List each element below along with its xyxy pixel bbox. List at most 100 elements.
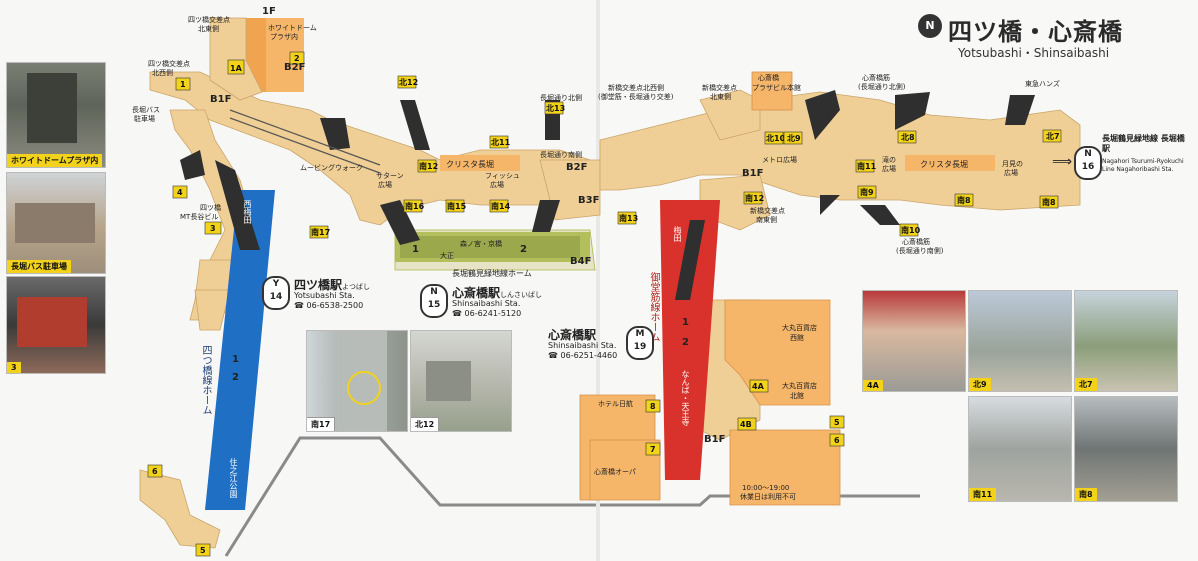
shinsai-plaza-label: 心斎橋 <box>758 73 779 82</box>
svg-text:6: 6 <box>834 436 840 445</box>
shinsaisuji-south-label-2: (長堀通り南側) <box>896 246 944 255</box>
title-english: Yotsubashi・Shinsaibashi <box>958 46 1110 60</box>
nagahori-taisho-label: 大正 <box>440 251 454 260</box>
station-phone: ☎ 06-6251-4460 <box>548 351 618 360</box>
moving-walk-label: ムービングウォーク <box>300 163 363 172</box>
svg-text:北9: 北9 <box>787 133 801 143</box>
photo-caption: 南17 <box>307 417 336 431</box>
tsukimi-label-2: 広場 <box>1004 168 1018 177</box>
photo-caption: 南11 <box>969 488 997 501</box>
exit-s11: 南11 <box>855 159 877 173</box>
station-name: 長堀鶴見緑地線 長堀橋駅 <box>1102 134 1185 153</box>
photo-south-11: 南11 <box>968 396 1072 502</box>
floor-b3f-label: B3F <box>578 195 599 206</box>
photo-caption: 4A <box>863 380 883 391</box>
station-name-en: Shinsaibashi Sta. <box>452 299 521 308</box>
svg-text:北10: 北10 <box>766 133 786 143</box>
svg-text:北7: 北7 <box>1046 131 1060 141</box>
midosuji-dest-south: なんば・天王寺 <box>681 370 690 426</box>
exit-6: 6 <box>147 464 163 478</box>
crysta-label-right: クリスタ長堀 <box>920 160 968 169</box>
yotsu-track-1: 1 <box>232 354 239 365</box>
photo-caption: 北12 <box>411 417 440 431</box>
opa-building <box>589 439 661 501</box>
opa-label: 心斎橋オーパ <box>594 467 636 476</box>
photo-white-dome: ホワイトドームプラザ内 <box>6 62 106 168</box>
svg-text:南12: 南12 <box>745 193 764 203</box>
tsukimi-label: 月見の <box>1002 160 1023 168</box>
taki-label: 滝の <box>882 155 896 164</box>
map-title: N 四ツ橋・心斎橋 Yotsubashi・Shinsaibashi <box>918 8 1188 64</box>
exit-s9: 南9 <box>857 185 877 199</box>
photo-north-7: 北7 <box>1074 290 1178 392</box>
daimaru-west-label-2: 西館 <box>790 333 804 342</box>
nagahori-platform-label: 長堀鶴見緑地線ホーム <box>452 268 532 278</box>
exit-4: 4 <box>172 185 188 199</box>
nagahori-dest-label: 森ノ宮・京橋 <box>460 239 502 248</box>
hotel-nikko-label: ホテル日航 <box>598 399 633 408</box>
exit-6r: 6 <box>829 433 845 447</box>
photo-caption: 南8 <box>1075 488 1097 501</box>
exit-s12b: 南12 <box>743 191 764 205</box>
photo-bus-parking: 長堀バス駐車場 <box>6 172 106 274</box>
fish-label: フィッシュ <box>485 172 520 180</box>
floor-b1f-midosuji: B1F <box>704 434 725 445</box>
photo-caption: ホワイトドームプラザ内 <box>7 154 103 167</box>
crysta-nagahori-left-bar <box>440 155 520 171</box>
svg-text:南15: 南15 <box>447 201 467 211</box>
yotsubashi-dest-north: 西梅田 <box>243 200 252 224</box>
nagahori-line-platform <box>395 232 590 262</box>
midosuji-line-platform <box>660 200 720 480</box>
exit-4A: 4A <box>749 379 769 393</box>
shinsaisuji-north-label: 心斎橋筋 <box>862 73 890 82</box>
svg-text:北11: 北11 <box>491 137 511 147</box>
floor-b2f-label: B2F <box>284 62 305 73</box>
svg-text:南8: 南8 <box>1042 197 1056 207</box>
exit-n10: 北10 <box>764 131 786 145</box>
exit-3: 3 <box>204 221 222 235</box>
station-name-en: Shinsaibashi Sta. <box>548 341 617 350</box>
nagahori-track-1: 1 <box>412 244 419 255</box>
svg-text:1A: 1A <box>230 64 243 73</box>
exit-s14: 南14 <box>489 199 511 213</box>
exit-5r: 5 <box>829 415 845 429</box>
exit-n11: 北11 <box>489 135 511 149</box>
photo-south-8: 南8 <box>1074 396 1178 502</box>
exit-n8: 北8 <box>897 130 917 144</box>
exit-s17: 南17 <box>309 225 330 239</box>
svg-text:北12: 北12 <box>399 77 418 87</box>
shinsaisuji-north-label-2: (長堀通り北側) <box>858 82 906 91</box>
exit-5: 5 <box>195 543 211 557</box>
arrow-right-icon: ⟹ <box>1052 154 1073 170</box>
exit-s13: 南13 <box>617 211 638 225</box>
svg-text:南14: 南14 <box>491 201 511 211</box>
north-compass-icon: N <box>918 14 942 38</box>
tokyu-hands-label: 東急ハンズ <box>1025 79 1060 88</box>
bus-parking-label: 長堀バス <box>132 105 160 114</box>
photo-north-12: 北12 <box>410 330 512 432</box>
station-name-en: Yotsubashi Sta. <box>294 291 355 300</box>
shinbashi-nw-label: 新橋交差点北西側 <box>608 83 664 92</box>
midosuji-dest-north: 梅田 <box>673 226 682 242</box>
place-labels: 1F ホワイトドーム プラザ内 四ツ橋交差点 北東側 四ツ橋交差点 北西側 B2… <box>132 6 1060 501</box>
crysta-label-left: クリスタ長堀 <box>446 160 494 169</box>
station-name: 四ツ橋駅よつばし <box>294 278 371 292</box>
midosuji-track-1: 1 <box>682 317 689 328</box>
mt-bldg-label-2: MT長谷ビル <box>180 212 218 221</box>
midosuji-platform-label: 御堂筋線ホーム <box>648 272 659 342</box>
taki-label-2: 広場 <box>882 164 896 173</box>
exit-1: 1 <box>175 77 191 91</box>
floor-b4f-label: B4F <box>570 256 591 267</box>
exit-s15: 南15 <box>445 199 467 213</box>
shinbashi-se-label: 新橋交差点 <box>750 206 785 215</box>
hours-label: 10:00～19:00 <box>742 484 789 492</box>
shinbashi-nw-label-2: (御堂筋・長堀通り交差) <box>598 92 674 101</box>
yotsu-ne-label-2: 北東側 <box>198 24 219 33</box>
nagahori-track-2: 2 <box>520 244 527 255</box>
station-name: 心斎橋駅 <box>548 328 597 342</box>
